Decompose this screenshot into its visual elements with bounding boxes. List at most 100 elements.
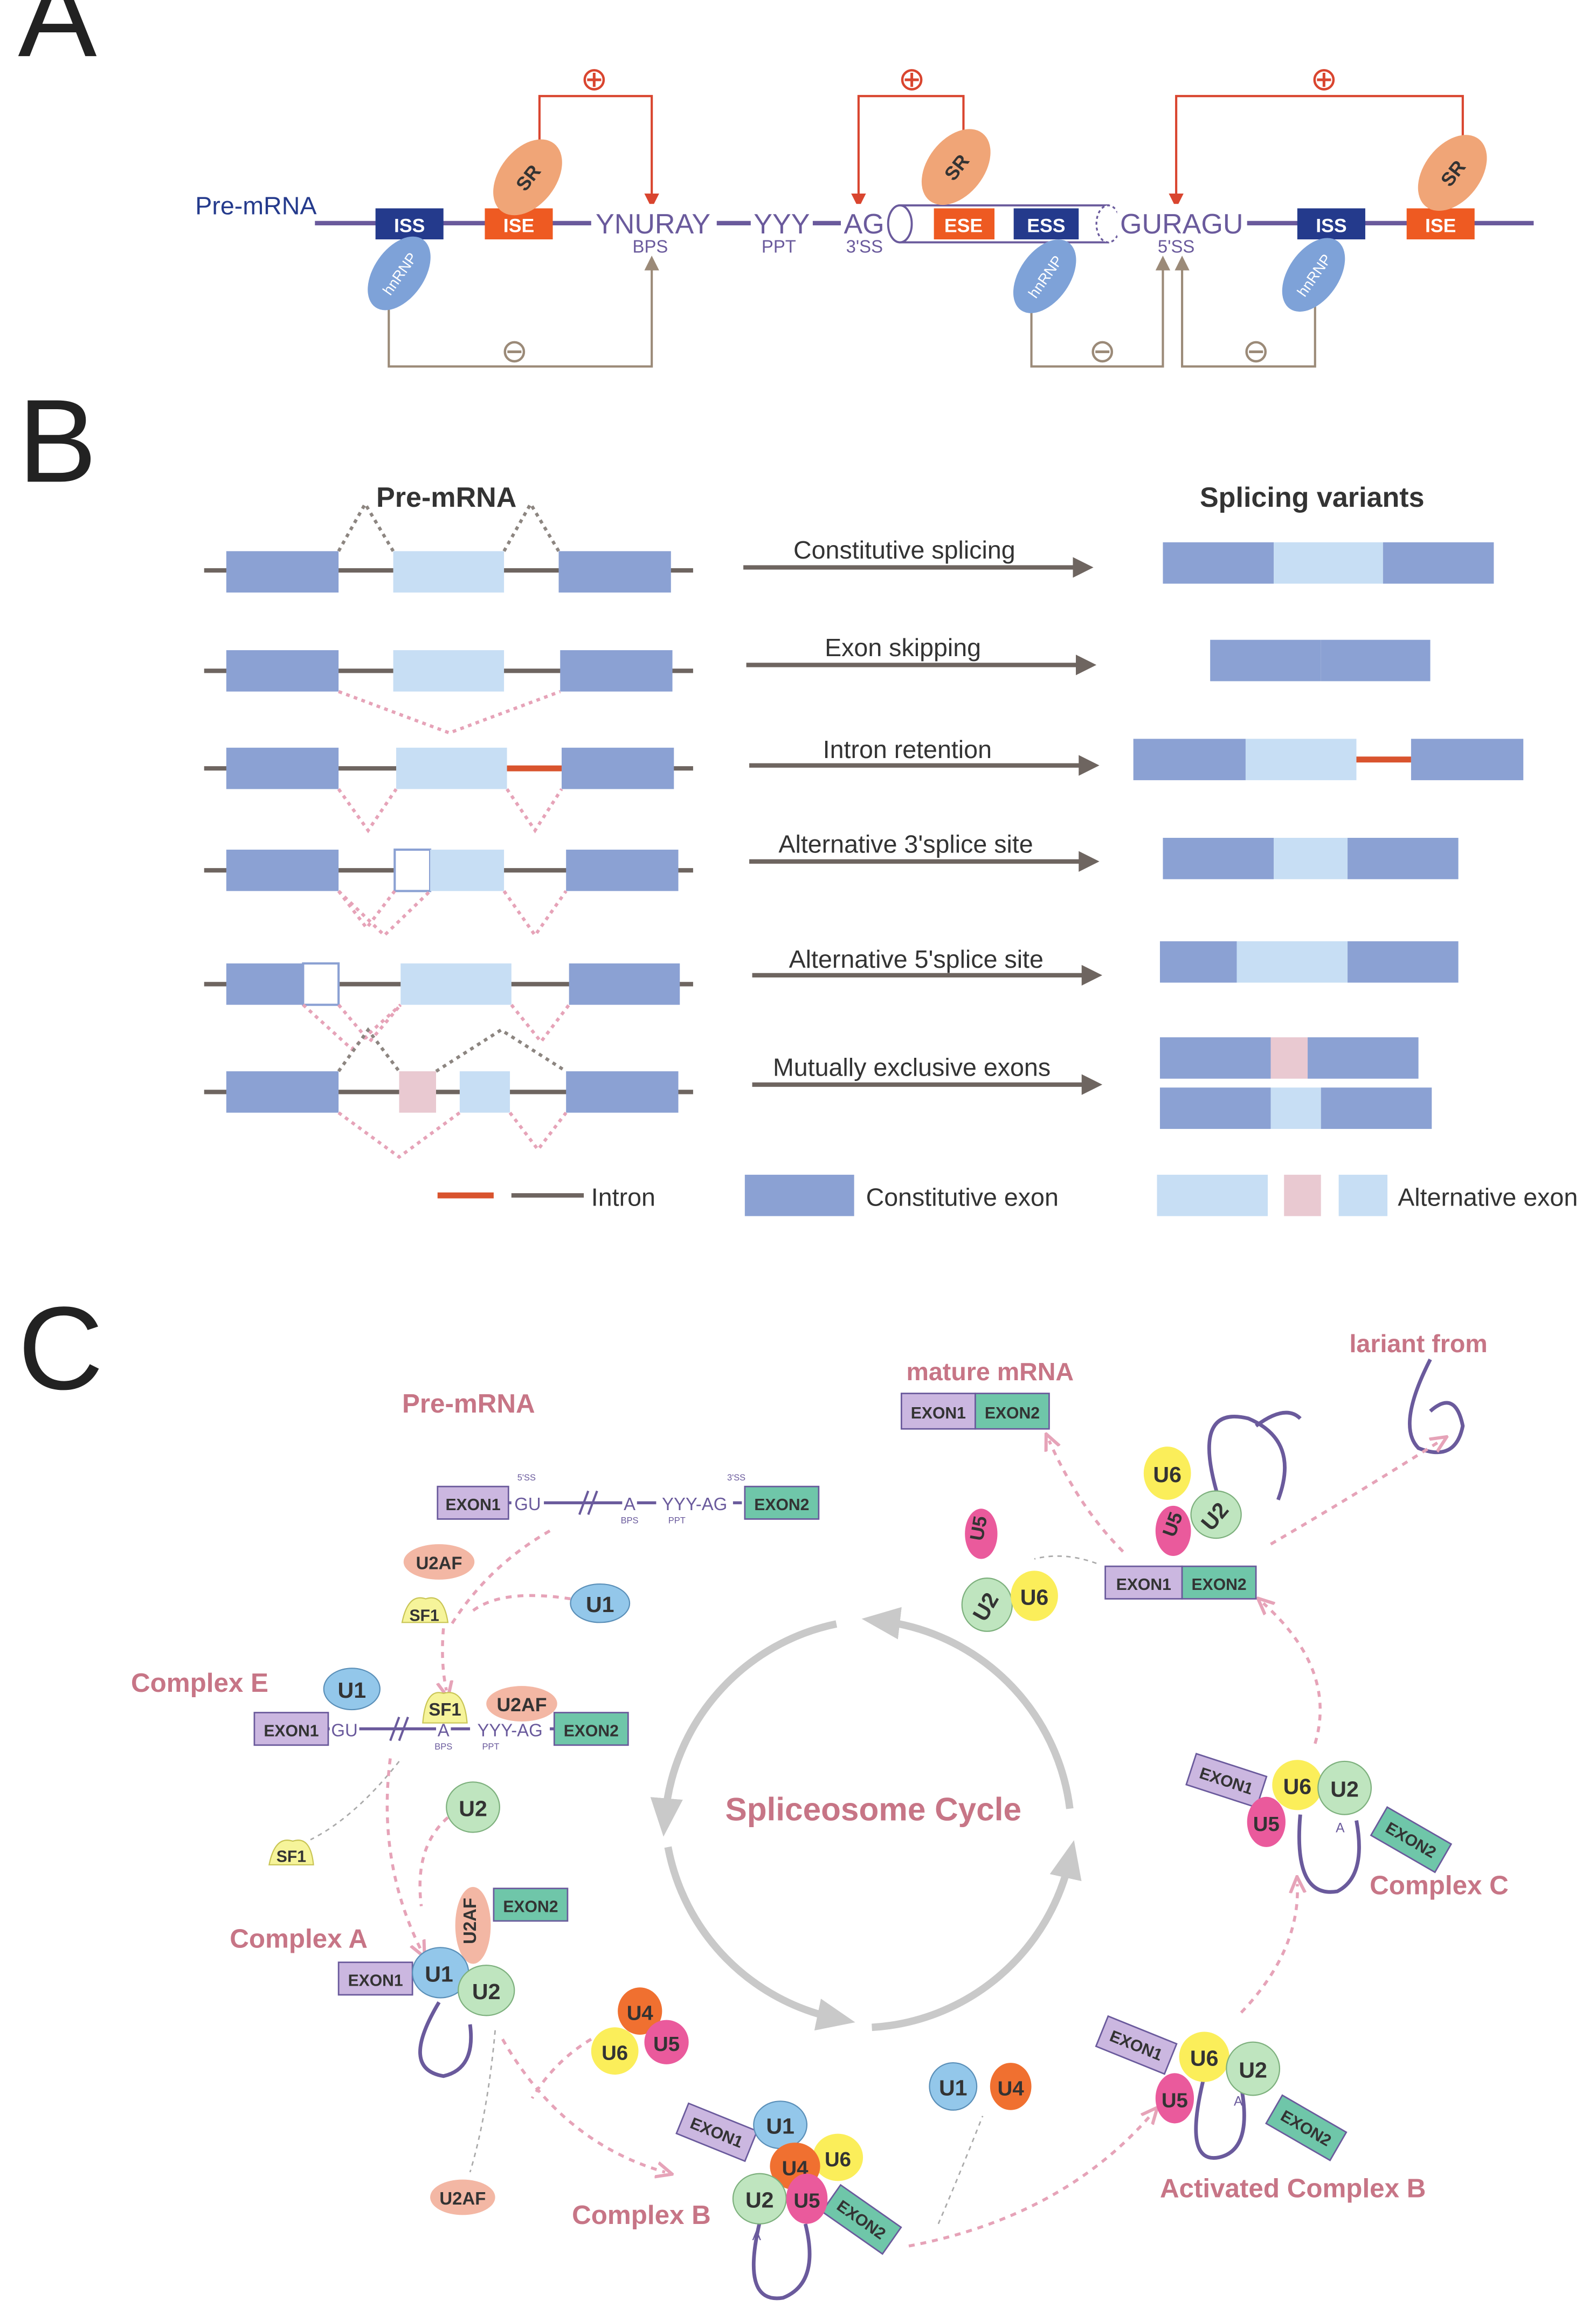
svg-text:EXON2: EXON2 <box>564 1722 619 1740</box>
ss3-label: 3'SS <box>846 237 883 257</box>
u2-free: U2 <box>446 1781 500 1833</box>
tri-snrnp: U4 U6 U5 <box>591 1987 689 2075</box>
legend-alternative-label: Alternative exon <box>1398 1183 1578 1211</box>
ss5-label: 5'SS <box>1158 237 1194 257</box>
cycle-title: Spliceosome Cycle <box>726 1791 1021 1828</box>
legend-alt-swatch-3 <box>1338 1174 1388 1216</box>
row-exon-skipping: Exon skipping <box>204 633 1431 735</box>
label-alt-3-splice: Alternative 3'splice site <box>778 830 1033 858</box>
svg-text:U5: U5 <box>966 1514 991 1542</box>
svg-text:A: A <box>1336 1821 1345 1836</box>
mature-mrna: EXON1 EXON2 <box>900 1393 1050 1430</box>
ise-label-2: ISE <box>1425 215 1456 236</box>
legend-constitutive-label: Constitutive exon <box>866 1183 1059 1211</box>
hnrnp-protein-3: hnRNP <box>1282 238 1345 312</box>
svg-text:SF1: SF1 <box>429 1699 461 1719</box>
svg-text:EXON2: EXON2 <box>1192 1576 1247 1594</box>
svg-text:U2AF: U2AF <box>496 1694 547 1716</box>
svg-text:BPS: BPS <box>434 1742 452 1752</box>
label-intron-retention: Intron retention <box>823 735 992 763</box>
svg-text:GU: GU <box>331 1720 357 1740</box>
svg-text:U6: U6 <box>825 2148 851 2171</box>
complex-c-label: Complex C <box>1370 1871 1509 1900</box>
spliceosome-cycle: Spliceosome Cycle <box>650 1607 1082 2031</box>
ese-label: ESE <box>944 215 983 236</box>
svg-text:A: A <box>624 1494 635 1514</box>
svg-text:YYY-AG: YYY-AG <box>662 1494 727 1514</box>
ppt-label: PPT <box>762 237 796 257</box>
u2af-released: U2AF <box>430 2179 495 2215</box>
minus-sign-1: ⊖ <box>501 332 528 369</box>
minus-sign-3: ⊖ <box>1242 332 1270 369</box>
sr-protein-1: SR <box>493 139 562 216</box>
label-exon-skipping: Exon skipping <box>825 633 981 662</box>
svg-text:BPS: BPS <box>621 1516 639 1526</box>
sf1-top: SF1 <box>401 1597 449 1625</box>
complex-e-label: Complex E <box>131 1668 268 1698</box>
plus-sign-1: ⊕ <box>581 60 608 97</box>
row-constitutive: Constitutive splicing <box>204 500 1494 593</box>
svg-text:U1: U1 <box>425 1961 453 1986</box>
bps-label: BPS <box>633 237 668 257</box>
svg-text:U1: U1 <box>766 2114 794 2139</box>
hnrnp-protein-2: hnRNP <box>1013 239 1076 313</box>
silencer-arrow-1 <box>388 256 659 368</box>
enhancer-arrow-2 <box>851 95 965 209</box>
label-mutually-exclusive: Mutually exclusive exons <box>773 1053 1051 1081</box>
panel-a: Pre-mRNA ⊕ ⊕ ⊕ ⊖ ⊖ ⊖ ISS ISE SR hnRNP <box>195 60 1534 369</box>
plus-sign-2: ⊕ <box>898 60 925 97</box>
svg-text:U2AF: U2AF <box>460 1898 480 1944</box>
svg-text:U5: U5 <box>1253 1813 1280 1836</box>
c-pre-mrna-label: Pre-mRNA <box>402 1389 535 1418</box>
svg-text:EXON2: EXON2 <box>754 1496 809 1514</box>
svg-text:5'SS: 5'SS <box>517 1473 536 1483</box>
svg-text:U6: U6 <box>1020 1585 1049 1609</box>
complex-e-strand: EXON1 GU A BPS YYY-AG PPT EXON2 U1 SF1 U… <box>253 1668 629 1752</box>
post-spliceosome: EXON1 EXON2 U6 U5 U2 <box>1104 1410 1302 1600</box>
svg-text:U4: U4 <box>627 2002 654 2025</box>
svg-text:U6: U6 <box>1283 1774 1312 1799</box>
svg-text:EXON1: EXON1 <box>445 1496 500 1514</box>
complex-b-label: Complex B <box>572 2200 711 2230</box>
svg-text:U2: U2 <box>472 1979 501 2004</box>
svg-text:U1: U1 <box>939 2075 968 2100</box>
iss-label-1: ISS <box>394 215 425 236</box>
panel-c: Spliceosome Cycle Pre-mRNA mature mRNA l… <box>131 1330 1509 2301</box>
svg-text:A: A <box>1234 2095 1243 2109</box>
svg-text:EXON2: EXON2 <box>503 1898 558 1916</box>
sr-protein-3: SR <box>1418 135 1487 211</box>
minus-sign-2: ⊖ <box>1089 332 1116 369</box>
enhancer-arrow-3 <box>1169 95 1464 209</box>
released-u5-u2-u6: U5 U2 U6 <box>961 1509 1058 1632</box>
svg-text:U5: U5 <box>793 2189 820 2213</box>
svg-text:U2AF: U2AF <box>439 2188 486 2208</box>
svg-text:U1: U1 <box>338 1678 367 1703</box>
svg-text:SF1: SF1 <box>277 1848 306 1865</box>
svg-text:A: A <box>438 1720 450 1740</box>
row-alt-3-splice: Alternative 3'splice site <box>204 830 1459 939</box>
svg-text:U4: U4 <box>998 2077 1025 2100</box>
svg-text:A: A <box>752 2229 762 2243</box>
svg-text:EXON1: EXON1 <box>1116 1576 1171 1594</box>
ess-label: ESS <box>1027 215 1065 236</box>
silencer-arrow-3 <box>1174 256 1316 368</box>
row-mutually-exclusive: Mutually exclusive exons <box>204 1027 1432 1159</box>
iss-box-2 <box>1297 208 1365 239</box>
exon-cylinder: ESE ESS <box>887 204 1121 244</box>
svg-text:U1: U1 <box>586 1592 614 1617</box>
svg-text:U2: U2 <box>745 2188 774 2213</box>
legend-intron-label: Intron <box>591 1183 655 1211</box>
lariat-intron <box>1408 1358 1465 1455</box>
svg-text:3'SS: 3'SS <box>727 1473 745 1483</box>
iss-box-1 <box>375 208 444 239</box>
u2af-top: U2AF <box>403 1544 475 1580</box>
svg-text:U6: U6 <box>1153 1462 1182 1487</box>
svg-text:PPT: PPT <box>482 1742 499 1752</box>
panel-b: Pre-mRNA Splicing variants Constitutive … <box>204 482 1578 1216</box>
legend-alt-swatch-2 <box>1284 1174 1321 1216</box>
panel-label-a: A <box>18 0 96 81</box>
iss-label-2: ISS <box>1316 215 1346 236</box>
svg-text:EXON1: EXON1 <box>911 1404 966 1422</box>
ag-seq: AG <box>844 209 884 240</box>
